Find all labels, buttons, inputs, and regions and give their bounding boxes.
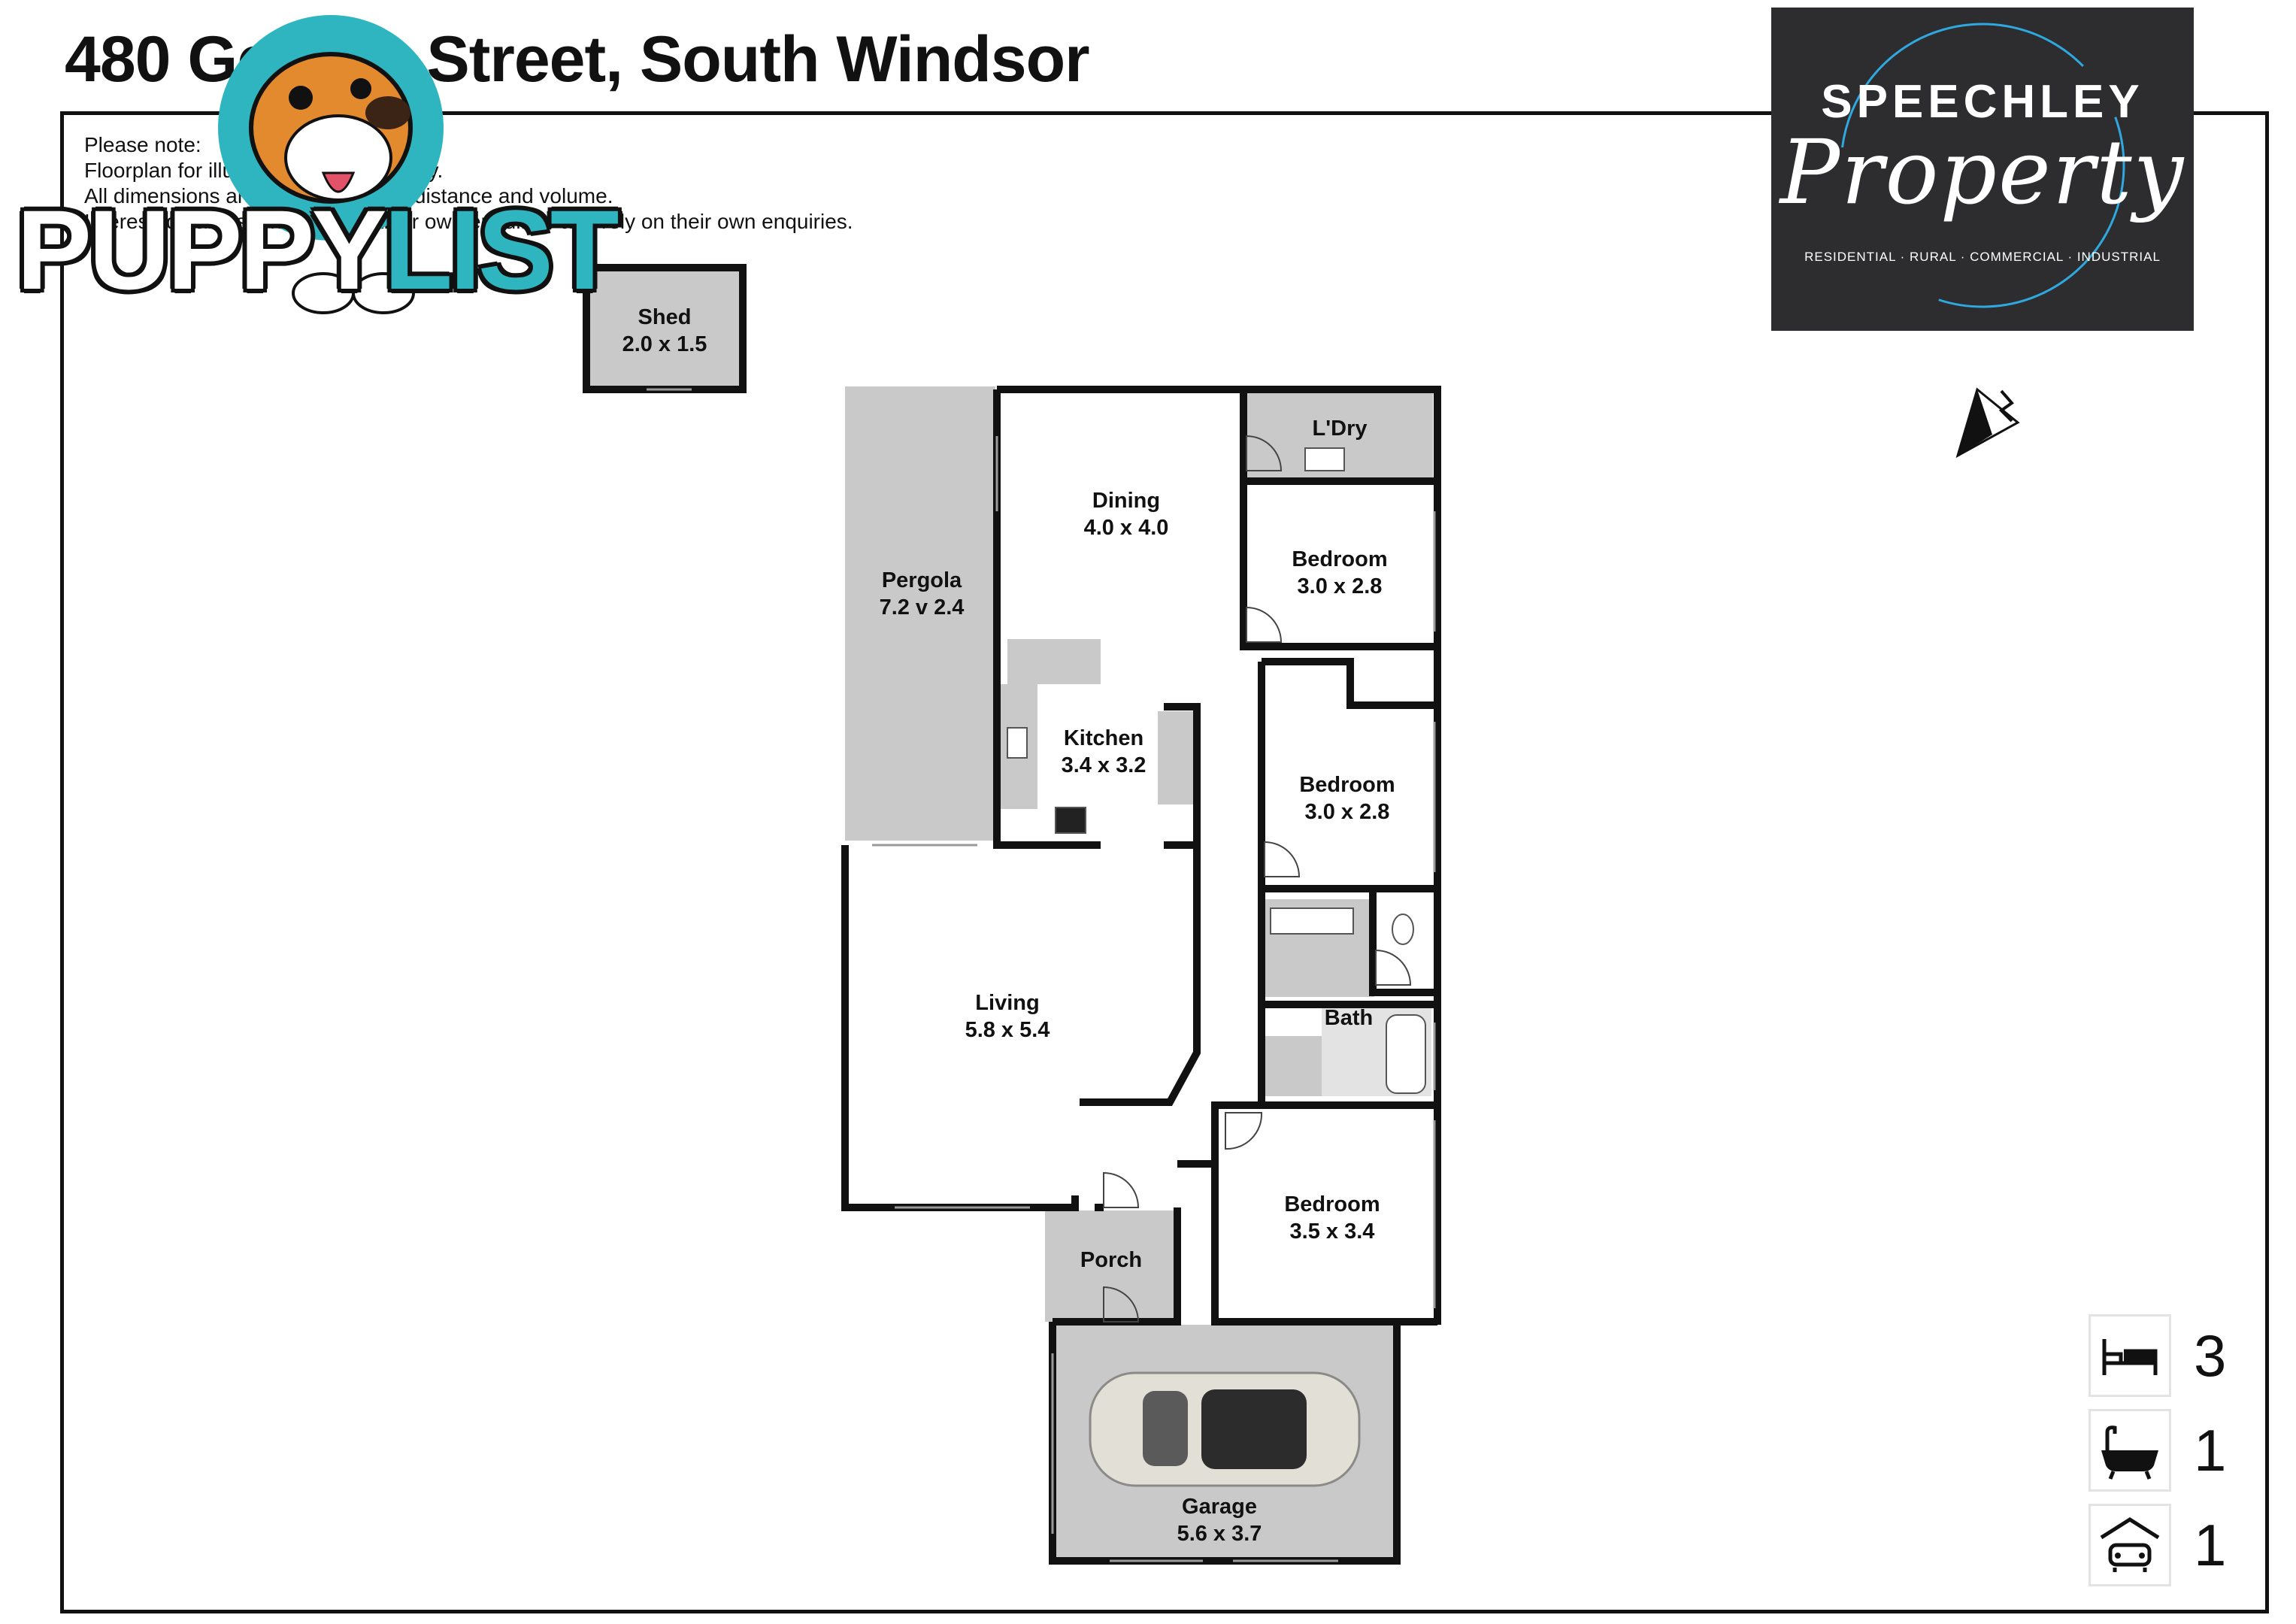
room-bedroom-1: Bedroom 3.0 x 2.8: [1292, 546, 1387, 600]
bathrooms-count: 1: [2194, 1417, 2227, 1483]
bedrooms-count: 3: [2194, 1323, 2227, 1389]
windows: [647, 388, 1436, 1562]
room-name: Shed: [638, 305, 692, 329]
room-size: 7.2 v 2.4: [879, 595, 965, 620]
room-name: Living: [975, 991, 1040, 1015]
room-bath: Bath: [1325, 1004, 1373, 1032]
room-size: 2.0 x 1.5: [622, 332, 707, 356]
bathtub: [1386, 1014, 1426, 1094]
note-line: Please note:: [84, 133, 201, 156]
room-dining: Dining 4.0 x 4.0: [1084, 487, 1169, 541]
room-name: Bath: [1324, 1006, 1374, 1030]
room-size: 3.0 x 2.8: [1304, 800, 1390, 824]
agency-logo: SPEECHLEY Property RESIDENTIAL · RURAL ·…: [1771, 8, 2194, 331]
bedroom3-left-wall: [1177, 1101, 1262, 1168]
bathtub-icon: [2089, 1409, 2171, 1492]
room-name: Bedroom: [1284, 1192, 1380, 1216]
car-graphic: [1089, 1371, 1361, 1487]
room-size: 4.0 x 4.0: [1083, 516, 1169, 540]
room-kitchen: Kitchen 3.4 x 3.2: [1062, 725, 1146, 779]
bedroom3-walls: [1211, 1164, 1437, 1326]
cooktop: [1055, 807, 1086, 834]
logo-ring: [1840, 23, 2125, 308]
shed-floor: [583, 265, 746, 389]
room-laundry: L'Dry: [1313, 415, 1368, 442]
kitchen-living-wall: [1080, 703, 1201, 1106]
doors: [1103, 435, 1412, 1323]
wc-wall: [1369, 889, 1437, 996]
room-shed: Shed 2.0 x 1.5: [622, 304, 707, 358]
logo-tagline: RESIDENTIAL · RURAL · COMMERCIAL · INDUS…: [1804, 250, 2161, 264]
room-name: Porch: [1080, 1248, 1143, 1272]
room-name: Dining: [1092, 489, 1161, 513]
wardrobe-wall: [1262, 658, 1437, 709]
porch-walls: [1053, 1207, 1181, 1326]
bed-icon: [2089, 1314, 2171, 1397]
room-name: Pergola: [881, 568, 962, 592]
bedroom1-walls: [1240, 481, 1437, 650]
room-size: 5.6 x 3.7: [1177, 1522, 1262, 1546]
pergola-floor: [845, 386, 995, 841]
plan-frame: [60, 111, 2269, 1613]
stat-bedrooms: 3: [2089, 1314, 2254, 1400]
dining-left-wall: [993, 389, 1101, 849]
stat-bathrooms: 1: [2089, 1409, 2254, 1495]
kitchen-bench: [1007, 639, 1101, 684]
toilet: [1392, 914, 1414, 945]
kitchen-bench-right: [1158, 711, 1194, 804]
room-name: L'Dry: [1312, 417, 1368, 441]
room-bedroom-3: Bedroom 3.5 x 3.4: [1284, 1191, 1380, 1245]
room-pergola: Pergola 7.2 v 2.4: [880, 567, 965, 621]
porch-floor: [1045, 1210, 1176, 1322]
house-right-wall: [997, 386, 1441, 1325]
puppylist-watermark: PUPPYLIST: [8, 15, 707, 323]
puppy-mascot-icon: [218, 15, 444, 314]
puppylist-text-a: PUPPY: [17, 186, 387, 313]
room-size: 5.8 x 5.4: [965, 1018, 1050, 1042]
room-name: Bedroom: [1299, 773, 1395, 797]
room-name: Garage: [1182, 1495, 1257, 1519]
room-name: Bedroom: [1292, 547, 1388, 571]
parking-count: 1: [2194, 1512, 2227, 1578]
room-size: 3.5 x 3.4: [1289, 1220, 1375, 1244]
room-living: Living 5.8 x 5.4: [965, 989, 1050, 1044]
laundry-tub: [1304, 447, 1345, 471]
puppylist-text-b: LIST: [383, 186, 619, 313]
room-bedroom-2: Bedroom 3.0 x 2.8: [1299, 771, 1395, 826]
vanity: [1270, 907, 1354, 935]
room-size: 3.4 x 3.2: [1061, 753, 1146, 777]
room-garage: Garage 5.6 x 3.7: [1177, 1493, 1262, 1547]
fixtures: [1007, 447, 1426, 1094]
kitchen-sink: [1007, 727, 1028, 759]
garage-car-icon: [2089, 1504, 2171, 1586]
logo-brand: SPEECHLEY: [1821, 76, 2144, 128]
shower-floor: [1263, 1036, 1322, 1096]
note-line: Interested parties should make their own…: [84, 210, 853, 233]
room-size: 3.0 x 2.8: [1297, 574, 1383, 598]
north-arrow-icon: [1955, 387, 2020, 459]
room-porch: Porch: [1080, 1247, 1142, 1274]
puppylist-wordmark: PUPPYLIST: [17, 185, 619, 315]
stat-parking: 1: [2089, 1504, 2254, 1589]
logo-script: Property: [1780, 120, 2185, 224]
room-name: Kitchen: [1063, 726, 1144, 750]
